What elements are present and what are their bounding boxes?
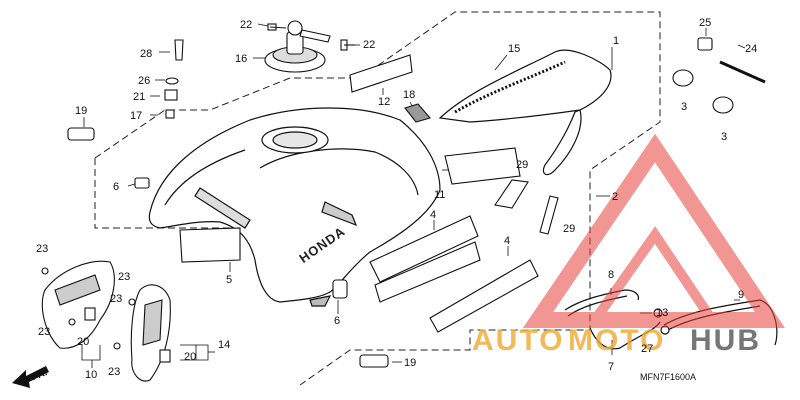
callout-27: 27 <box>641 343 653 355</box>
callout-23b: 23 <box>118 271 130 283</box>
watermark-auto: AUTO <box>472 324 564 357</box>
callout-22b: 22 <box>363 39 375 51</box>
callout-23d: 23 <box>110 293 122 305</box>
front-arrow: FR. <box>12 366 49 388</box>
callout-16: 16 <box>235 53 247 65</box>
callout-3b: 3 <box>721 131 727 143</box>
callout-28: 28 <box>140 48 152 60</box>
callout-11: 11 <box>434 189 445 201</box>
callout-14: 14 <box>218 339 230 351</box>
watermark-triangles <box>522 133 785 328</box>
callout-24: 24 <box>745 43 757 55</box>
callout-23e: 23 <box>108 366 120 378</box>
callout-25: 25 <box>699 17 711 29</box>
callout-20a: 20 <box>77 336 89 348</box>
callout-21: 21 <box>133 91 145 103</box>
callout-10: 10 <box>85 369 97 381</box>
callout-23c: 23 <box>38 326 50 338</box>
callout-7: 7 <box>608 361 614 373</box>
watermark-text: AUTO MOTO HUB <box>472 324 761 357</box>
callout-19a: 19 <box>75 105 87 117</box>
callout-13: 13 <box>656 307 668 319</box>
callout-15: 15 <box>508 43 520 55</box>
callout-3a: 3 <box>681 101 687 113</box>
side-covers <box>41 260 171 382</box>
callout-4b: 4 <box>504 235 510 247</box>
callout-29a: 29 <box>516 159 528 171</box>
callout-4a: 4 <box>430 209 436 221</box>
small-hardware <box>41 37 766 368</box>
callout-26: 26 <box>138 75 150 87</box>
callout-29b: 29 <box>563 223 575 235</box>
callout-numbers: 1 2 3 3 4 4 5 6 6 7 8 9 10 11 12 13 14 1… <box>36 17 757 381</box>
callout-1: 1 <box>613 35 619 47</box>
callout-12: 12 <box>378 96 390 108</box>
tank-rear-trim <box>438 49 612 176</box>
callout-8: 8 <box>608 269 614 281</box>
callout-19b: 19 <box>404 357 416 369</box>
watermark-moto: MOTO <box>568 324 665 357</box>
fuel-cap-assembly <box>264 20 355 73</box>
fuel-tank <box>148 107 441 307</box>
callout-22a: 22 <box>240 19 252 31</box>
callout-6a: 6 <box>113 181 119 193</box>
callout-5: 5 <box>226 274 232 286</box>
callout-9: 9 <box>738 289 744 301</box>
callout-20b: 20 <box>184 351 196 363</box>
callout-18: 18 <box>403 89 415 101</box>
callout-6b: 6 <box>334 315 340 327</box>
callout-2: 2 <box>612 191 618 203</box>
strip-parts <box>179 54 559 333</box>
callout-23a: 23 <box>36 243 48 255</box>
part-code: MFN7F1600A <box>640 372 696 382</box>
watermark-hub: HUB <box>690 324 761 357</box>
callout-17: 17 <box>130 110 142 122</box>
leader-lines <box>81 23 746 368</box>
